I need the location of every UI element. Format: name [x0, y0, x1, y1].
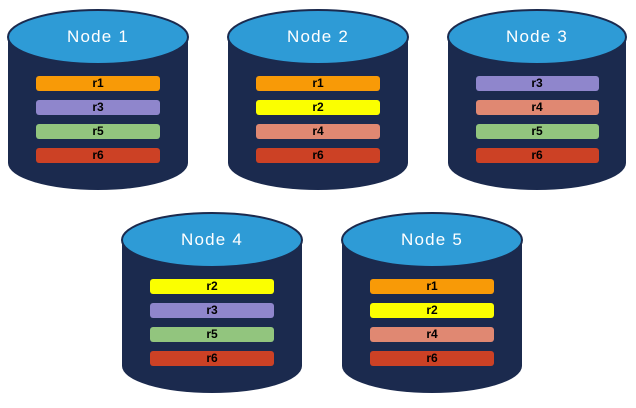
replica-bar[interactable]: r4 [370, 327, 494, 342]
cylinder-top [227, 9, 409, 65]
replica-bar[interactable]: r4 [475, 100, 599, 115]
replica-list: r2 r3 r5 r6 [122, 279, 302, 366]
replica-bar[interactable]: r6 [475, 148, 599, 163]
cylinder-top [7, 9, 189, 65]
replica-bar[interactable]: r5 [150, 327, 274, 342]
replica-bar[interactable]: r4 [256, 124, 380, 139]
replica-bar[interactable]: r3 [150, 303, 274, 318]
replica-bar[interactable]: r2 [150, 279, 274, 294]
replica-list: r1 r2 r4 r6 [342, 279, 522, 366]
replica-bar[interactable]: r5 [36, 124, 160, 139]
cylinder-top [121, 212, 303, 268]
replica-list: r1 r3 r5 r6 [8, 76, 188, 163]
replica-bar[interactable]: r6 [256, 148, 380, 163]
replica-bar[interactable]: r6 [36, 148, 160, 163]
replica-bar[interactable]: r6 [150, 351, 274, 366]
replica-bar[interactable]: r6 [370, 351, 494, 366]
replica-bar[interactable]: r3 [36, 100, 160, 115]
replica-bar[interactable]: r1 [36, 76, 160, 91]
replica-bar[interactable]: r3 [475, 76, 599, 91]
cylinder-top [447, 9, 627, 65]
replica-bar[interactable]: r2 [256, 100, 380, 115]
replica-bar[interactable]: r5 [475, 124, 599, 139]
replica-bar[interactable]: r2 [370, 303, 494, 318]
replica-list: r1 r2 r4 r6 [228, 76, 408, 163]
replica-bar[interactable]: r1 [370, 279, 494, 294]
cylinder-top [341, 212, 523, 268]
replica-bar[interactable]: r1 [256, 76, 380, 91]
replica-list: r3 r4 r5 r6 [448, 76, 626, 163]
